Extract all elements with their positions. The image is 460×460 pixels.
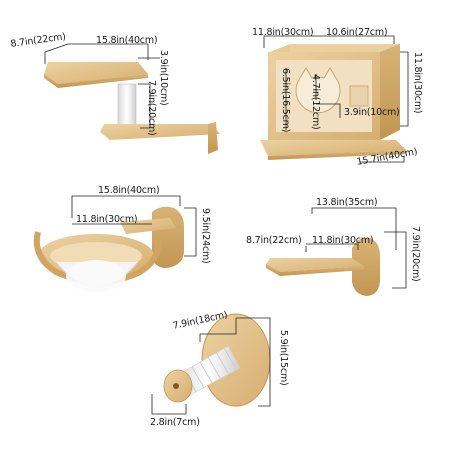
hammock-width-label: 15.8in(40cm) bbox=[98, 185, 160, 196]
box-width-label: 10.6in(27cm) bbox=[326, 27, 388, 38]
hammock-bed-product bbox=[33, 195, 197, 292]
box-small-hole-label: 3.9in(10cm) bbox=[344, 107, 400, 118]
hammock-bed-diameter-label: 11.8in(30cm) bbox=[76, 214, 138, 225]
shelf-height-label: 7.9in(20cm) bbox=[146, 80, 157, 136]
box-hole-height-label: 6.5in(16.5cm) bbox=[280, 68, 291, 133]
shelf-width-label: 15.8in(40cm) bbox=[96, 35, 158, 46]
scratch-post-mount-product bbox=[151, 313, 271, 415]
box-hole-width-label: 4.7in(12cm) bbox=[310, 74, 321, 130]
cat-condo-box-product bbox=[260, 35, 409, 163]
box-depth-label: 11.8in(30cm) bbox=[252, 27, 314, 38]
step-height-label: 7.9in(20cm) bbox=[410, 226, 421, 282]
wall-step-product bbox=[266, 207, 407, 296]
post-plate-label: 5.9in(15cm) bbox=[278, 330, 289, 386]
shelf-with-post-product bbox=[44, 43, 220, 154]
step-platform-label: 11.8in(30cm) bbox=[312, 235, 374, 246]
hammock-height-label: 9.5in(24cm) bbox=[200, 208, 211, 264]
step-width-label: 13.8in(35cm) bbox=[316, 197, 378, 208]
step-depth-label: 8.7in(22cm) bbox=[246, 235, 302, 246]
post-diameter-label: 2.8in(7cm) bbox=[150, 417, 200, 428]
shelf-post-diameter-label: 3.9in(10cm) bbox=[158, 50, 169, 106]
box-height-label: 11.8in(30cm) bbox=[412, 52, 423, 114]
